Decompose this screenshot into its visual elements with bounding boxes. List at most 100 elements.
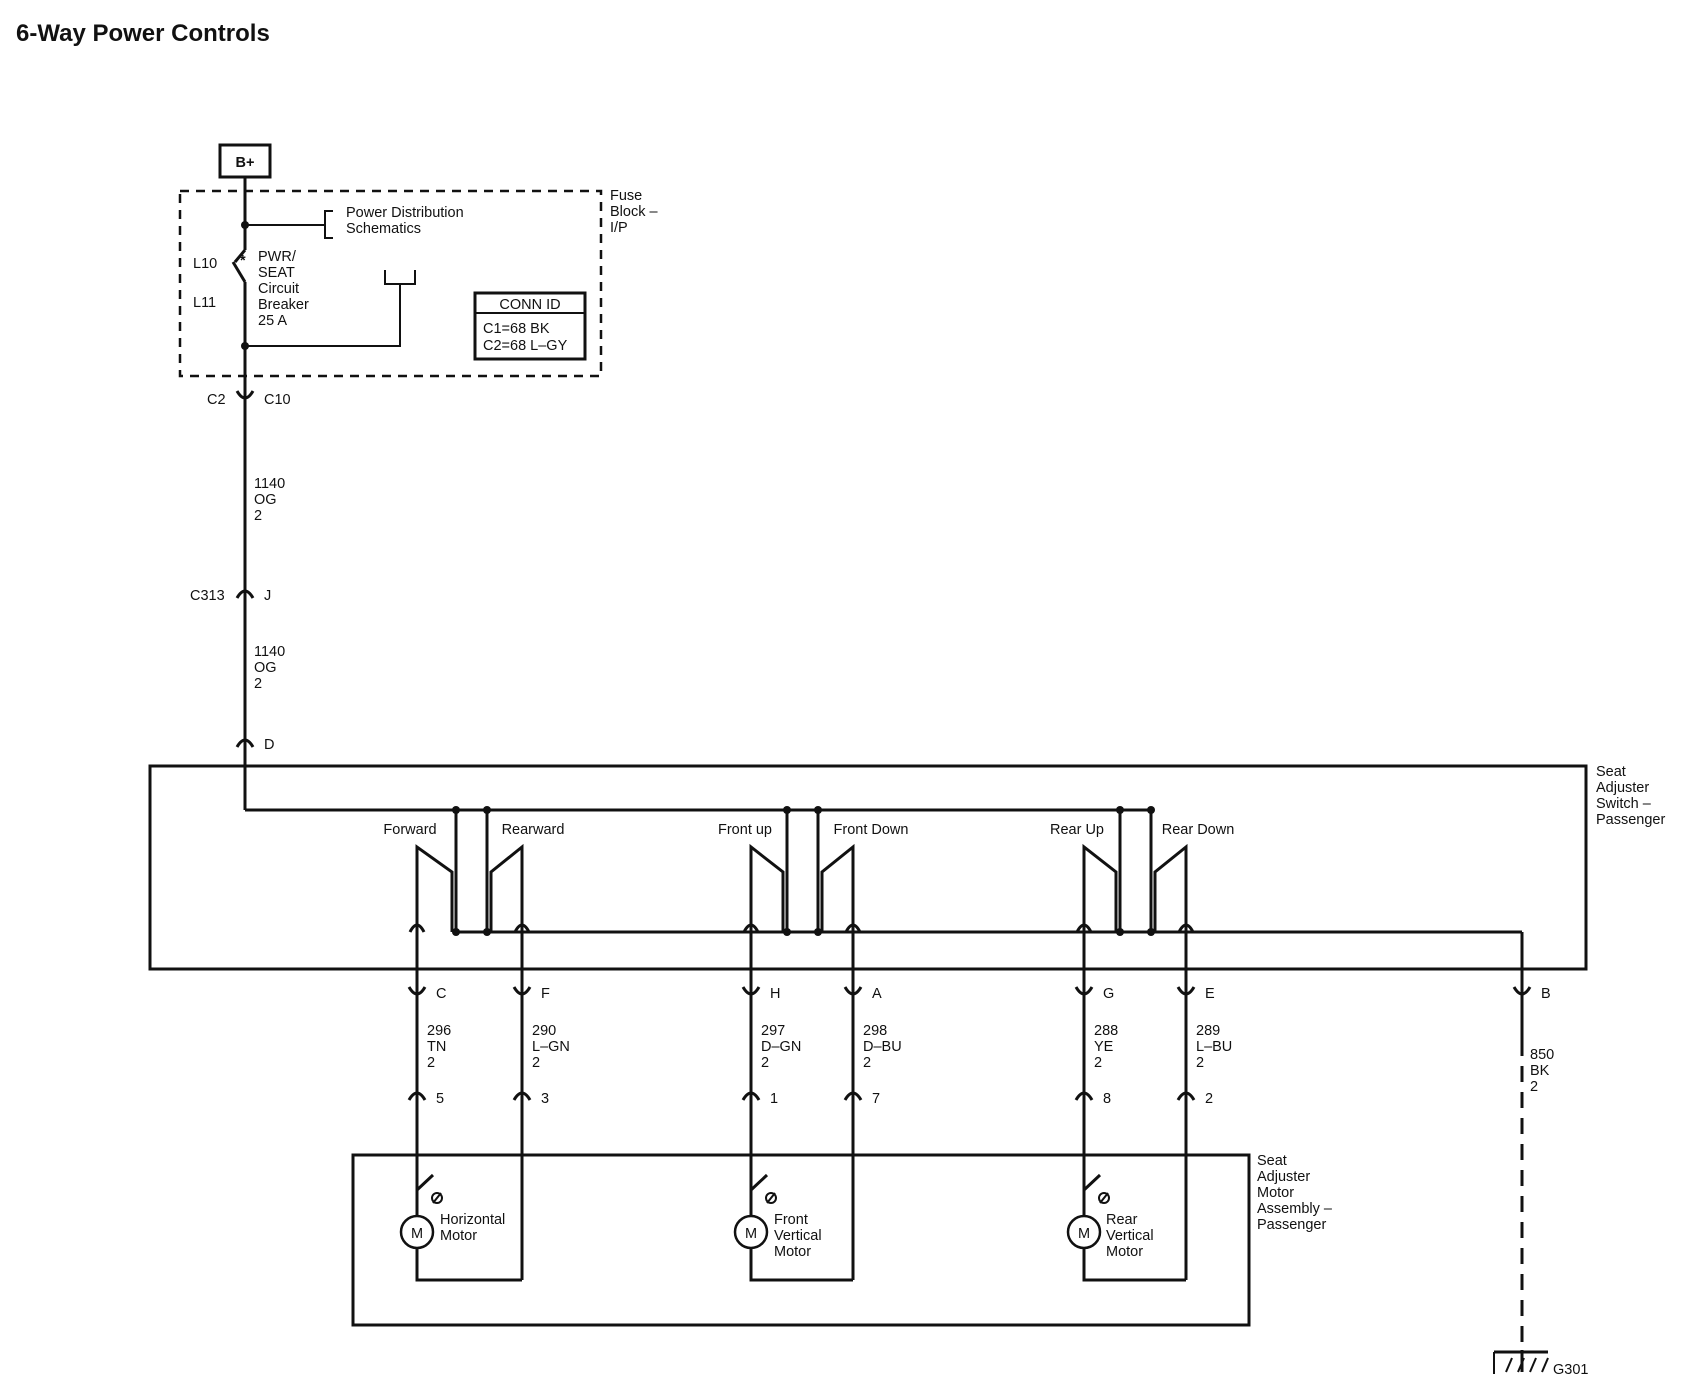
switch-contacts-front-vertical xyxy=(742,806,862,995)
svg-text:PWR/: PWR/ xyxy=(258,249,297,265)
breaker-sense-wire xyxy=(245,284,401,347)
wire-label: D–GN xyxy=(761,1039,801,1055)
connector-cap xyxy=(1074,1091,1094,1101)
conn-id-title: CONN ID xyxy=(499,297,560,313)
connector-cup xyxy=(512,986,532,996)
svg-text:Horizontal: Horizontal xyxy=(440,1212,505,1228)
pin-label-top: F xyxy=(541,986,550,1002)
svg-text:2: 2 xyxy=(1530,1079,1538,1095)
wire-label: 296 xyxy=(427,1023,451,1039)
switch-label-front-down: Front Down xyxy=(834,822,909,838)
breaker-contact-lower xyxy=(231,261,247,283)
pin-label-top: H xyxy=(770,986,780,1002)
splice-dot xyxy=(814,806,822,814)
svg-text:Fuse: Fuse xyxy=(610,188,642,204)
pin-label-bottom: 7 xyxy=(872,1091,880,1107)
svg-text:Motor: Motor xyxy=(1257,1185,1294,1201)
sense-connector xyxy=(384,270,416,285)
connector-cup xyxy=(843,986,863,996)
svg-text:Circuit: Circuit xyxy=(258,281,299,297)
svg-text:I/P: I/P xyxy=(610,220,628,236)
switch-label-front-up: Front up xyxy=(718,822,772,838)
switch-contacts-horizontal xyxy=(408,806,531,995)
splice-dot xyxy=(783,928,791,936)
connector-c313-label: C313 xyxy=(190,588,225,604)
conn-id-line: C1=68 BK xyxy=(483,321,550,337)
connector-cap xyxy=(843,1091,863,1101)
splice-dot xyxy=(1116,806,1124,814)
svg-text:Passenger: Passenger xyxy=(1596,812,1665,828)
connector-c313 xyxy=(235,589,255,599)
svg-text:Block –: Block – xyxy=(610,204,658,220)
connector-d-label: D xyxy=(264,737,274,753)
splice-dot xyxy=(452,806,460,814)
pin-label-bottom: 8 xyxy=(1103,1091,1111,1107)
motor-assembly-box xyxy=(351,1153,1251,1327)
splice-dot xyxy=(452,928,460,936)
connector-c2-label: C2 xyxy=(207,392,226,408)
breaker-contact-upper xyxy=(233,249,247,263)
wire-label: 298 xyxy=(863,1023,887,1039)
splice-dot xyxy=(483,806,491,814)
svg-text:Vertical: Vertical xyxy=(1106,1228,1154,1244)
pin-label-top: C xyxy=(436,986,446,1002)
switch-contacts-rear-vertical xyxy=(1075,806,1195,995)
connector-cap xyxy=(407,1091,427,1101)
conn-id-line: C2=68 L–GY xyxy=(483,338,568,354)
splice-dot xyxy=(1147,928,1155,936)
switch-label-rear-up: Rear Up xyxy=(1050,822,1104,838)
pin-label-bottom: 1 xyxy=(770,1091,778,1107)
front-vertical-motor: Front Vertical Motor xyxy=(774,1212,822,1260)
svg-text:Passenger: Passenger xyxy=(1257,1217,1326,1233)
svg-text:Power Distribution: Power Distribution xyxy=(346,205,464,221)
svg-text:Motor: Motor xyxy=(440,1228,477,1244)
rear-vertical-motor: Rear Vertical Motor xyxy=(1106,1212,1154,1260)
wire-label: 2 xyxy=(863,1055,871,1071)
motor-symbol-2: M xyxy=(733,1173,853,1282)
connector-cup xyxy=(407,986,427,996)
wire-label: L–BU xyxy=(1196,1039,1232,1055)
svg-text:Seat: Seat xyxy=(1596,764,1626,780)
fuse-block-name: Fuse Block – I/P xyxy=(610,188,658,236)
svg-text:2: 2 xyxy=(254,676,262,692)
connector-c10-label: C10 xyxy=(264,392,291,408)
connector-cap xyxy=(1176,1091,1196,1101)
wire-1140-label-upper: 1140 OG 2 xyxy=(254,476,285,524)
svg-text:850: 850 xyxy=(1530,1047,1554,1063)
svg-text:Seat: Seat xyxy=(1257,1153,1287,1169)
seat-switch-name: Seat Adjuster Switch – Passenger xyxy=(1596,764,1665,828)
pin-label-top: E xyxy=(1205,986,1215,1002)
wire-label: 297 xyxy=(761,1023,785,1039)
connector-cap xyxy=(512,1091,532,1101)
conn-id-box xyxy=(473,291,587,361)
pin-label-b: B xyxy=(1541,986,1551,1002)
splice-dot xyxy=(1147,806,1155,814)
wire-label: 2 xyxy=(1094,1055,1102,1071)
wire-label: 2 xyxy=(761,1055,769,1071)
motor-symbol-1: M xyxy=(399,1173,522,1282)
connector-cap xyxy=(741,1091,761,1101)
motor-m-label: M xyxy=(411,1226,423,1242)
battery-label: B+ xyxy=(236,155,255,171)
motor-m-label: M xyxy=(745,1226,757,1242)
wire-label: YE xyxy=(1094,1039,1114,1055)
svg-text:1140: 1140 xyxy=(254,476,285,492)
pin-label-top: G xyxy=(1103,986,1114,1002)
svg-text:Schematics: Schematics xyxy=(346,221,421,237)
wire-label: 2 xyxy=(427,1055,435,1071)
switch-label-rearward: Rearward xyxy=(502,822,565,838)
diagram-title: 6-Way Power Controls xyxy=(16,20,270,47)
wire-label: TN xyxy=(427,1039,446,1055)
connector-j-label: J xyxy=(264,588,271,604)
connector-cup xyxy=(741,986,761,996)
pin-label-bottom: 5 xyxy=(436,1091,444,1107)
splice-dot xyxy=(783,806,791,814)
ground-symbol xyxy=(1493,1350,1549,1374)
horizontal-motor: Horizontal Motor xyxy=(440,1212,505,1244)
location-l10: L10 xyxy=(193,256,217,272)
wire-label: 290 xyxy=(532,1023,556,1039)
svg-text:1140: 1140 xyxy=(254,644,285,660)
